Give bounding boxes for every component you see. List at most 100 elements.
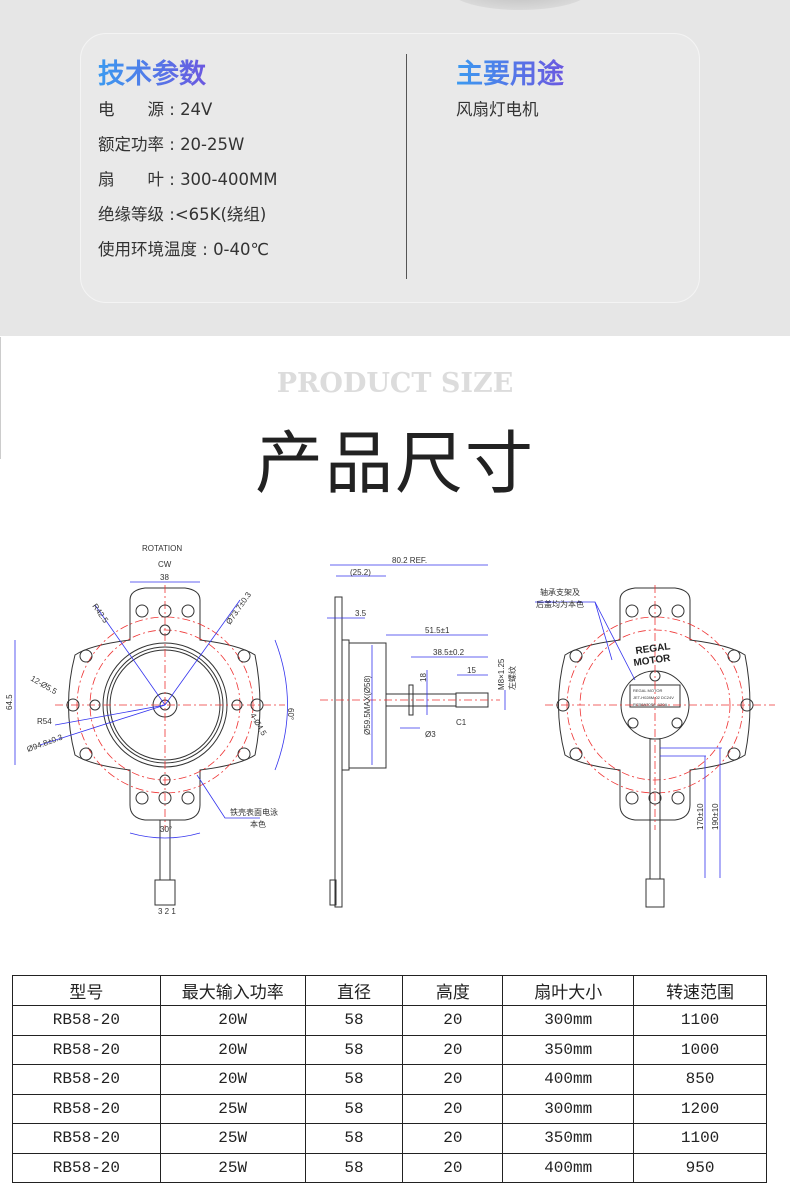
svg-text:本色: 本色 <box>250 819 266 829</box>
cell-diameter: 58 <box>304 1123 404 1154</box>
cell-height: 20 <box>402 1123 504 1154</box>
cell-max-power: 20W <box>159 1034 306 1065</box>
cell-model: RB58-20 <box>12 1064 161 1095</box>
cell-height: 20 <box>402 1152 504 1183</box>
cell-max-power: 20W <box>159 1005 306 1036</box>
cell-blade-size: 350mm <box>502 1123 635 1154</box>
cell-model: RB58-20 <box>12 1152 161 1183</box>
svg-text:铁壳表面电泳: 铁壳表面电泳 <box>230 807 278 817</box>
svg-text:后盖均为本色: 后盖均为本色 <box>536 599 584 609</box>
spec-section: 技术参数 电 源 : 24V 额定功率 : 20-25W 扇 叶 : 300-4… <box>0 0 790 336</box>
cell-blade-size: 400mm <box>502 1064 635 1095</box>
cell-speed-range: 1200 <box>633 1093 767 1124</box>
svg-text:JET-H028M-02 DC24V: JET-H028M-02 DC24V <box>633 695 674 700</box>
svg-text:60°: 60° <box>286 708 295 720</box>
svg-text:R42.5: R42.5 <box>90 602 110 625</box>
cell-model: RB58-20 <box>12 1005 161 1036</box>
cell-height: 20 <box>402 1034 504 1065</box>
table-header-row: 型号 最大输入功率 直径 高度 扇叶大小 转速范围 <box>12 975 767 1006</box>
svg-text:12-Ø5.5: 12-Ø5.5 <box>29 674 59 697</box>
cell-blade-size: 300mm <box>502 1093 635 1124</box>
spec-row-power: 电 源 : 24V <box>98 100 213 119</box>
cell-height: 20 <box>402 1005 504 1036</box>
svg-text:REGAL: REGAL <box>635 641 671 657</box>
cell-diameter: 58 <box>304 1005 404 1036</box>
svg-text:15: 15 <box>467 666 476 675</box>
side-view <box>320 564 506 908</box>
svg-text:M8×1.25: M8×1.25 <box>497 658 506 690</box>
back-view-labels: 轴承支架及 后盖均为本色 REGAL MOTOR REGAL MOTOR JET… <box>536 587 720 830</box>
svg-text:Ø3: Ø3 <box>425 730 436 739</box>
cell-max-power: 25W <box>159 1152 306 1183</box>
cell-model: RB58-20 <box>12 1034 161 1065</box>
cell-blade-size: 350mm <box>502 1034 635 1065</box>
svg-text:MOTOR: MOTOR <box>633 653 672 669</box>
cell-max-power: 25W <box>159 1093 306 1124</box>
product-shadow <box>450 0 590 10</box>
svg-text:左螺纹: 左螺纹 <box>507 666 517 690</box>
side-view-labels: 80.2 REF. (25.2) 3.5 51.5±1 38.5±0.2 15 … <box>350 556 517 739</box>
header-height: 高度 <box>402 975 504 1006</box>
header-blade-size: 扇叶大小 <box>502 975 635 1006</box>
edge-line <box>0 337 1 459</box>
svg-text:轴承支架及: 轴承支架及 <box>540 587 580 597</box>
svg-text:Ø59.5MAX(Ø58): Ø59.5MAX(Ø58) <box>363 675 372 735</box>
dimension-drawing: ROTATION CW 38 R42.5 Ø73.7±0.3 12-Ø5.5 6… <box>5 544 775 916</box>
cell-speed-range: 1000 <box>633 1034 767 1065</box>
cell-blade-size: 400mm <box>502 1152 635 1183</box>
header-model: 型号 <box>12 975 161 1006</box>
svg-text:REGAL MOTOR: REGAL MOTOR <box>633 688 662 693</box>
usage-title: 主要用途 <box>456 52 564 91</box>
cell-diameter: 58 <box>304 1034 404 1065</box>
divider <box>406 54 407 279</box>
back-view <box>535 585 775 908</box>
header-diameter: 直径 <box>304 975 404 1006</box>
section-title-zh: 产品尺寸 <box>254 425 535 504</box>
spec-card: 技术参数 电 源 : 24V 额定功率 : 20-25W 扇 叶 : 300-4… <box>80 33 700 303</box>
cell-model: RB58-20 <box>12 1093 161 1124</box>
cell-speed-range: 1100 <box>633 1123 767 1154</box>
cell-speed-range: 850 <box>633 1064 767 1095</box>
svg-text:ROTATION: ROTATION <box>142 544 182 553</box>
front-view-labels: ROTATION CW 38 R42.5 Ø73.7±0.3 12-Ø5.5 6… <box>5 544 295 916</box>
svg-text:(25.2): (25.2) <box>350 568 371 577</box>
svg-text:18: 18 <box>419 673 428 682</box>
svg-text:3.5: 3.5 <box>355 609 367 618</box>
svg-text:64.5: 64.5 <box>5 694 14 710</box>
svg-text:38.5±0.2: 38.5±0.2 <box>433 648 465 657</box>
svg-text:R54: R54 <box>37 717 52 726</box>
specs-title: 技术参数 <box>98 52 206 91</box>
spec-row-blade: 扇 叶 : 300-400MM <box>98 170 278 189</box>
cell-speed-range: 950 <box>633 1152 767 1183</box>
svg-text:170±10: 170±10 <box>696 803 705 830</box>
cell-max-power: 25W <box>159 1123 306 1154</box>
svg-text:38: 38 <box>160 573 169 582</box>
svg-text:Ø73.7±0.3: Ø73.7±0.3 <box>224 590 253 626</box>
cell-height: 20 <box>402 1064 504 1095</box>
svg-text:Ø94.8±0.3: Ø94.8±0.3 <box>26 732 65 753</box>
spec-row-temperature: 使用环境温度 : 0-40℃ <box>98 240 270 259</box>
header-max-power: 最大输入功率 <box>159 975 306 1006</box>
svg-text:30°: 30° <box>160 825 172 834</box>
cell-model: RB58-20 <box>12 1123 161 1154</box>
svg-text:CW: CW <box>158 560 172 569</box>
svg-text:51.5±1: 51.5±1 <box>425 626 450 635</box>
usage-value: 风扇灯电机 <box>456 100 539 119</box>
header-speed-range: 转速范围 <box>633 975 767 1006</box>
cell-diameter: 58 <box>304 1152 404 1183</box>
svg-text:C1: C1 <box>456 718 467 727</box>
cell-diameter: 58 <box>304 1093 404 1124</box>
section-title-en: PRODUCT SIZE <box>276 368 514 399</box>
cell-max-power: 20W <box>159 1064 306 1095</box>
svg-text:3 2 1: 3 2 1 <box>158 907 176 916</box>
svg-text:RG58A70S8 -120A: RG58A70S8 -120A <box>633 702 668 707</box>
svg-text:190±10: 190±10 <box>711 803 720 830</box>
cell-height: 20 <box>402 1093 504 1124</box>
cell-speed-range: 1100 <box>633 1005 767 1036</box>
